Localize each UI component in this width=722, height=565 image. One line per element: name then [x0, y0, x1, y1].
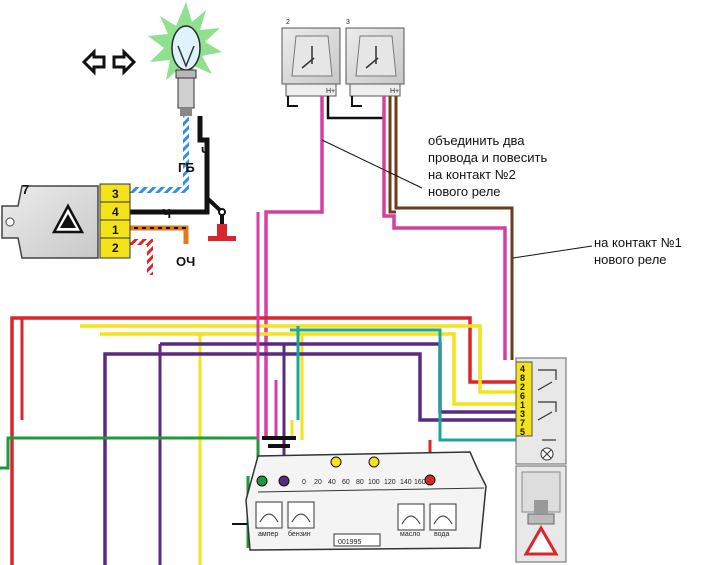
hazard-switch-block	[1, 183, 131, 259]
relay-pin: 2	[520, 382, 525, 392]
switch-2	[281, 27, 341, 107]
annotation-contact-2: объединить два провода и повесить на кон…	[428, 132, 547, 200]
speed-tick: 0	[302, 479, 306, 486]
relay-pin: 7	[520, 418, 525, 428]
relay-pin: 3	[520, 409, 525, 419]
gauge-left: ампер бензин	[255, 501, 315, 538]
switch-terminal-label: Н+	[390, 88, 399, 95]
relay-pin: 5	[520, 427, 525, 437]
annotation-leader	[512, 245, 593, 259]
hazard-pin: 4	[112, 205, 119, 219]
hazard-pin: 3	[112, 187, 119, 201]
relay-pin: 1	[520, 400, 525, 410]
relay-pin: 6	[520, 391, 525, 401]
speed-tick: 60	[342, 479, 350, 486]
indicator-lamp-icon	[368, 456, 380, 468]
wire-label-gb: ГБ	[178, 160, 195, 175]
annotation-line: провода и повесить	[428, 150, 548, 165]
speed-tick: 120	[384, 479, 396, 486]
annotation-line: на контакт №1	[594, 235, 682, 250]
wire-label-och: ОЧ	[176, 254, 195, 269]
annotation-contact-1: на контакт №1 нового реле	[594, 234, 682, 268]
speed-tick: 80	[356, 479, 364, 486]
turn-arrows-icon	[81, 48, 137, 76]
annotation-line: нового реле	[594, 252, 667, 267]
switch-3	[345, 27, 405, 107]
gauge-right: масло вода	[397, 503, 457, 538]
switch-wires	[264, 96, 514, 440]
annotation-line: на контакт №2	[428, 167, 516, 182]
wire-label-ch-upper: Ч	[201, 144, 210, 159]
relay-pin: 4	[520, 364, 525, 374]
gauge-label: вода	[434, 531, 449, 538]
indicator-lamp-icon	[330, 456, 342, 468]
hazard-pin: 1	[112, 223, 119, 237]
speed-tick: 20	[314, 479, 322, 486]
annotation-line: нового реле	[428, 184, 501, 199]
speedometer-scale: 0 20 40 60 80 100 120 140 160	[302, 479, 426, 486]
speed-tick: 40	[328, 479, 336, 486]
instrument-cluster: 0 20 40 60 80 100 120 140 160 ампер бенз…	[245, 451, 487, 551]
hazard-triangle-icon	[523, 524, 559, 556]
indicator-lamp-icon	[148, 2, 222, 116]
annotation-leader	[321, 139, 423, 189]
gauge-label: масло	[400, 531, 420, 538]
hazard-pin-block	[99, 183, 131, 259]
speed-tick: 160	[414, 479, 426, 486]
speed-tick: 140	[400, 479, 412, 486]
switch-number-3: 3	[346, 19, 350, 26]
indicator-green-icon	[256, 475, 268, 487]
wire-label-ch-mid: Ч	[162, 206, 171, 221]
indicator-red-icon	[424, 474, 436, 486]
hazard-pin: 2	[112, 241, 119, 255]
gauge-label: бензин	[288, 530, 311, 538]
relay-number-7: 7	[22, 182, 29, 197]
ground-symbol	[208, 208, 236, 241]
indicator-purple-icon	[278, 475, 290, 487]
speed-tick: 100	[368, 479, 380, 486]
relay-pin: 8	[520, 373, 525, 383]
new-relay	[515, 357, 567, 465]
hazard-button-unit	[515, 465, 567, 563]
annotation-line: объединить два	[428, 133, 525, 148]
switch-number-2: 2	[286, 19, 290, 26]
odometer: 001995	[338, 539, 361, 546]
gauge-label: ампер	[258, 531, 278, 538]
switch-terminal-label: Н+	[326, 88, 335, 95]
